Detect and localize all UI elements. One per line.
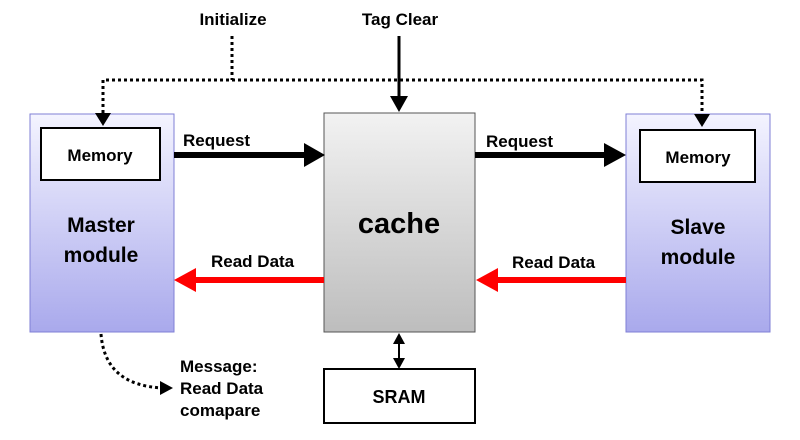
read-data-arrow-right-head [476,268,498,292]
message-arrowhead [160,381,173,395]
master-memory-box [40,127,161,181]
request-label-left: Request [183,131,250,150]
master-memory-label: Memory [67,146,133,165]
request-arrow-right-head [604,143,626,167]
cache-label: cache [358,208,440,240]
slave-memory-box [639,129,756,183]
message-connector [99,333,163,390]
read-data-label-right: Read Data [512,253,596,272]
slave-module-label-line2: module [661,246,736,269]
message-label-line1: Message: [180,357,257,376]
cache-box [323,112,476,333]
sram-label: SRAM [373,387,426,407]
tag-clear-label: Tag Clear [362,10,439,29]
master-module-label-line1: Master [67,214,135,237]
master-module-label-line2: module [64,244,139,267]
initialize-label: Initialize [199,10,266,29]
cache-sram-arrowhead-down [393,358,405,369]
initialize-connector [101,36,704,114]
initialize-arrowhead-slave [694,114,710,127]
request-label-right: Request [486,132,553,151]
initialize-arrowhead-master [95,113,111,126]
read-data-label-left: Read Data [211,252,295,271]
request-arrow-left-head [304,143,325,167]
sram-box [323,368,476,424]
read-data-arrow-left-head [174,268,196,292]
tag-clear-arrowhead [390,96,408,112]
message-label-line2: Read Data [180,379,264,398]
slave-module-label-line1: Slave [671,216,726,239]
cache-sram-arrowhead-up [393,333,405,344]
slave-memory-label: Memory [665,148,731,167]
message-label-line3: comapare [180,401,260,420]
